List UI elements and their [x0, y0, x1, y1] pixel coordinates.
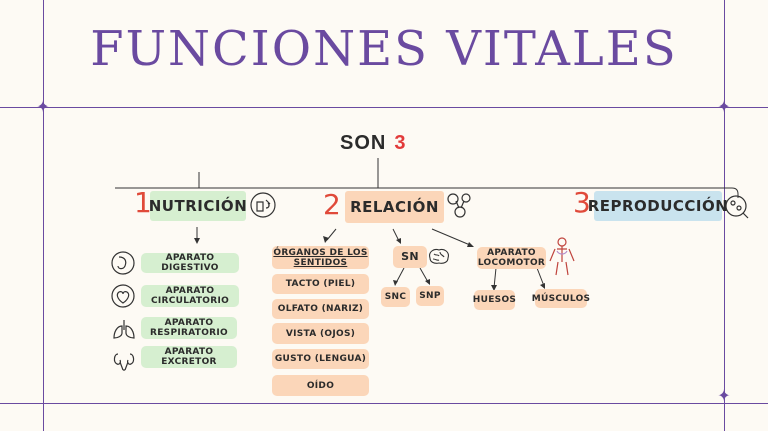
- embryo-icon: [722, 192, 752, 222]
- sentidos-header: ÓRGANOS DE LOS SENTIDOS: [272, 246, 369, 269]
- stomach-icon: [110, 250, 136, 276]
- nutrition-icon: [248, 190, 278, 220]
- snc-node: SNC: [381, 287, 410, 307]
- son-count: 3: [394, 132, 407, 154]
- musculos-node: MÚSCULOS: [532, 289, 590, 308]
- category-label: NUTRICIÓN: [148, 197, 248, 215]
- category-relacion: RELACIÓN: [345, 191, 444, 223]
- category-number: 1: [134, 186, 152, 219]
- category-reproduccion: REPRODUCCIÓN: [588, 191, 728, 221]
- list-item: APARATO EXCRETOR: [141, 346, 237, 368]
- category-label: RELACIÓN: [350, 198, 439, 216]
- category-label: REPRODUCCIÓN: [587, 197, 729, 215]
- locomotor-node: APARATO LOCOMOTOR: [477, 247, 546, 269]
- huesos-node: HUESOS: [473, 290, 516, 310]
- heart-icon: [110, 283, 136, 309]
- category-number: 3: [573, 186, 591, 219]
- list-item: VISTA (OJOS): [272, 323, 369, 344]
- bottom-divider: [0, 403, 768, 404]
- page-title: FUNCIONES VITALES: [90, 21, 678, 77]
- brain-nerves-icon: [444, 190, 474, 222]
- brain-icon: [426, 246, 452, 268]
- right-border-line: [724, 0, 725, 431]
- kidneys-icon: [110, 348, 138, 376]
- star-icon: ✦: [717, 386, 731, 405]
- left-border-line: [43, 0, 44, 431]
- sn-node: SN: [393, 246, 427, 268]
- list-item: OLFATO (NARIZ): [272, 299, 369, 319]
- list-item: APARATO RESPIRATORIO: [141, 317, 237, 339]
- category-number: 2: [323, 188, 341, 221]
- son-heading: SON 3: [340, 132, 406, 155]
- list-item: GUSTO (LENGUA): [272, 349, 369, 369]
- son-label: SON: [340, 132, 387, 154]
- list-item: APARATO CIRCULATORIO: [141, 285, 239, 307]
- snp-node: SNP: [416, 286, 444, 306]
- body-muscles-icon: [545, 237, 579, 277]
- lungs-icon: [110, 316, 138, 344]
- list-item: APARATO DIGESTIVO: [141, 253, 239, 273]
- top-divider: [0, 107, 768, 108]
- category-nutricion: NUTRICIÓN: [148, 191, 248, 221]
- list-item: TACTO (PIEL): [272, 274, 369, 294]
- star-icon: ✦: [36, 97, 50, 116]
- list-item: OÍDO: [272, 375, 369, 396]
- star-icon: ✦: [717, 97, 731, 116]
